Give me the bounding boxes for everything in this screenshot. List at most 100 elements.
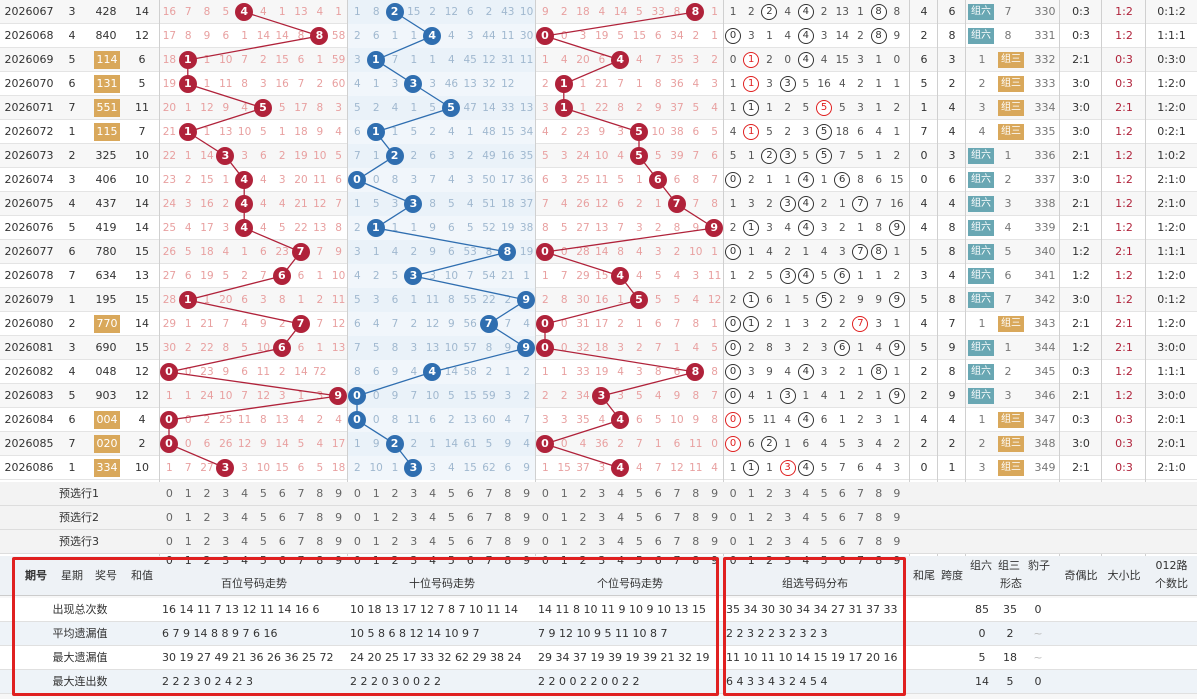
preselect-digit[interactable]: 5	[635, 535, 643, 548]
preselect-digit[interactable]: 4	[241, 535, 249, 548]
preselect-digit[interactable]: 4	[617, 487, 625, 500]
preselect-digit[interactable]: 1	[184, 535, 192, 548]
preselect-digit[interactable]: 2	[391, 487, 399, 500]
preselect-digit[interactable]: 0	[165, 487, 173, 500]
preselect-digit[interactable]: 1	[560, 511, 568, 524]
preselect-digit[interactable]: 5	[259, 535, 267, 548]
preselect-digit[interactable]: 3	[598, 535, 606, 548]
preselect-digit[interactable]: 2	[203, 535, 211, 548]
preselect-digit[interactable]: 1	[372, 535, 380, 548]
preselect-digit[interactable]: 5	[447, 535, 455, 548]
preselect-digit[interactable]: 8	[504, 487, 512, 500]
preselect-digit[interactable]: 4	[429, 511, 437, 524]
preselect-digit[interactable]: 6	[654, 487, 662, 500]
preselect-digit[interactable]: 4	[241, 487, 249, 500]
preselect-group-digit[interactable]: 9	[893, 535, 901, 548]
preselect-digit[interactable]: 9	[335, 487, 343, 500]
preselect-digit[interactable]: 6	[654, 511, 662, 524]
preselect-digit[interactable]: 8	[692, 535, 700, 548]
preselect-group-digit[interactable]: 6	[838, 511, 846, 524]
preselect-digit[interactable]: 6	[278, 535, 286, 548]
preselect-digit[interactable]: 7	[297, 487, 305, 500]
preselect-digit[interactable]: 6	[466, 535, 474, 548]
preselect-digit[interactable]: 2	[579, 511, 587, 524]
preselect-digit[interactable]: 8	[504, 535, 512, 548]
preselect-digit[interactable]: 4	[617, 535, 625, 548]
preselect-group-digit[interactable]: 7	[856, 535, 864, 548]
preselect-group-digit[interactable]: 9	[893, 487, 901, 500]
preselect-digit[interactable]: 2	[391, 511, 399, 524]
preselect-digit[interactable]: 0	[165, 535, 173, 548]
preselect-group-digit[interactable]: 3	[784, 511, 792, 524]
preselect-group-digit[interactable]: 2	[765, 487, 773, 500]
preselect-group-digit[interactable]: 0	[729, 535, 737, 548]
preselect-group-digit[interactable]: 3	[784, 487, 792, 500]
preselect-group-digit[interactable]: 5	[820, 511, 828, 524]
preselect-group-digit[interactable]: 5	[820, 487, 828, 500]
preselect-digit[interactable]: 0	[353, 535, 361, 548]
preselect-group-digit[interactable]: 7	[856, 511, 864, 524]
preselect-digit[interactable]: 3	[410, 487, 418, 500]
preselect-digit[interactable]: 6	[278, 487, 286, 500]
preselect-digit[interactable]: 7	[297, 535, 305, 548]
preselect-digit[interactable]: 8	[316, 487, 324, 500]
preselect-digit[interactable]: 0	[541, 487, 549, 500]
preselect-digit[interactable]: 9	[523, 511, 531, 524]
preselect-group-digit[interactable]: 7	[856, 487, 864, 500]
preselect-digit[interactable]: 1	[372, 511, 380, 524]
preselect-digit[interactable]: 2	[579, 487, 587, 500]
preselect-group-digit[interactable]: 2	[765, 535, 773, 548]
preselect-digit[interactable]: 3	[410, 511, 418, 524]
preselect-digit[interactable]: 6	[466, 487, 474, 500]
preselect-digit[interactable]: 4	[429, 487, 437, 500]
preselect-group-digit[interactable]: 1	[747, 511, 755, 524]
preselect-digit[interactable]: 2	[579, 535, 587, 548]
preselect-digit[interactable]: 5	[259, 487, 267, 500]
preselect-digit[interactable]: 8	[316, 511, 324, 524]
preselect-digit[interactable]: 9	[335, 511, 343, 524]
preselect-digit[interactable]: 0	[353, 511, 361, 524]
preselect-group-digit[interactable]: 3	[784, 535, 792, 548]
preselect-digit[interactable]: 7	[297, 511, 305, 524]
preselect-group-digit[interactable]: 6	[838, 535, 846, 548]
preselect-digit[interactable]: 8	[692, 511, 700, 524]
preselect-group-digit[interactable]: 8	[875, 487, 883, 500]
preselect-digit[interactable]: 9	[523, 535, 531, 548]
preselect-group-digit[interactable]: 4	[802, 535, 810, 548]
preselect-digit[interactable]: 0	[541, 511, 549, 524]
preselect-digit[interactable]: 8	[504, 511, 512, 524]
preselect-digit[interactable]: 9	[711, 535, 719, 548]
preselect-digit[interactable]: 5	[447, 487, 455, 500]
preselect-digit[interactable]: 7	[673, 487, 681, 500]
preselect-digit[interactable]: 3	[598, 511, 606, 524]
preselect-digit[interactable]: 1	[560, 535, 568, 548]
preselect-group-digit[interactable]: 1	[747, 535, 755, 548]
preselect-digit[interactable]: 7	[673, 511, 681, 524]
preselect-group-digit[interactable]: 1	[747, 487, 755, 500]
preselect-group-digit[interactable]: 6	[838, 487, 846, 500]
preselect-digit[interactable]: 7	[673, 535, 681, 548]
preselect-digit[interactable]: 7	[485, 511, 493, 524]
preselect-digit[interactable]: 3	[222, 511, 230, 524]
preselect-digit[interactable]: 3	[410, 535, 418, 548]
preselect-digit[interactable]: 9	[335, 535, 343, 548]
preselect-group-digit[interactable]: 0	[729, 487, 737, 500]
preselect-digit[interactable]: 8	[692, 487, 700, 500]
preselect-digit[interactable]: 1	[184, 511, 192, 524]
preselect-digit[interactable]: 1	[184, 487, 192, 500]
preselect-digit[interactable]: 9	[711, 511, 719, 524]
preselect-digit[interactable]: 7	[485, 487, 493, 500]
preselect-digit[interactable]: 4	[241, 511, 249, 524]
preselect-digit[interactable]: 3	[598, 487, 606, 500]
preselect-digit[interactable]: 3	[222, 487, 230, 500]
preselect-digit[interactable]: 8	[316, 535, 324, 548]
preselect-digit[interactable]: 4	[429, 535, 437, 548]
preselect-digit[interactable]: 2	[203, 511, 211, 524]
preselect-digit[interactable]: 0	[165, 511, 173, 524]
preselect-group-digit[interactable]: 2	[765, 511, 773, 524]
preselect-group-digit[interactable]: 4	[802, 487, 810, 500]
preselect-digit[interactable]: 5	[259, 511, 267, 524]
preselect-digit[interactable]: 0	[353, 487, 361, 500]
preselect-digit[interactable]: 9	[523, 487, 531, 500]
preselect-digit[interactable]: 2	[203, 487, 211, 500]
